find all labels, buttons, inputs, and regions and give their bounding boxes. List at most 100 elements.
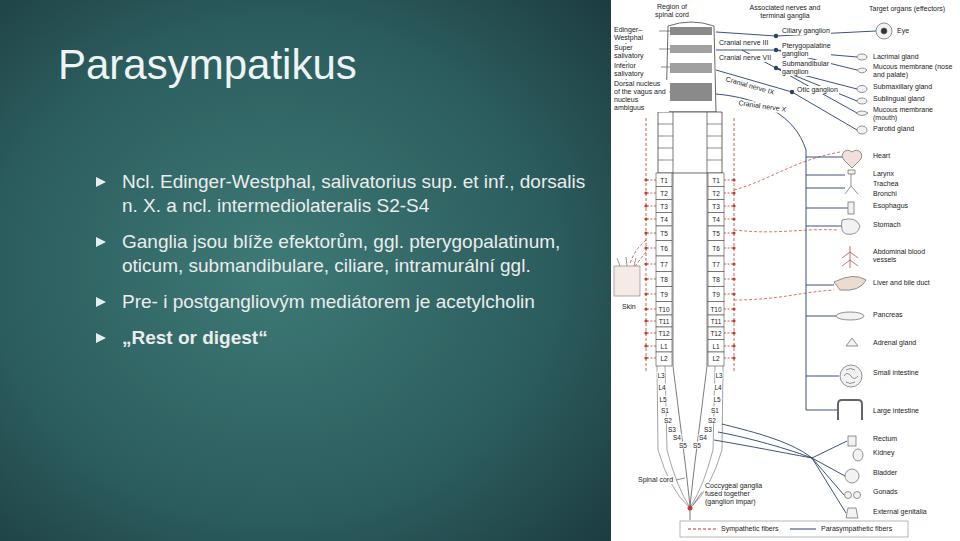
figure-label: Mucous membrane (nose and palate) [872,63,954,79]
segment-label: T9 [660,291,669,298]
chain-ganglion [644,246,647,249]
segment-label: T2 [660,190,669,197]
figure-label: Spinal cord [637,476,674,484]
figure-label: Cranial nerve III [718,39,769,47]
sympathetic-fibers [630,240,646,268]
cord-segment-cell [708,256,724,272]
cord-segment-cell [708,213,724,227]
ganglion-impar [688,506,693,511]
bullet-text: „Rest or digest“ [122,326,592,350]
ganglion-dot [790,90,794,94]
nucleus-block [670,83,712,101]
chain-ganglion [732,231,735,234]
bullet-marker [96,237,106,247]
chain-ganglion [732,319,735,322]
segment-label: T10 [658,306,670,313]
kidney-icon [853,449,863,461]
segment-label: L3 [657,372,665,379]
cord-segment-cell [656,173,672,187]
chain-ganglion [732,344,735,347]
chain-ganglion [644,319,647,322]
bullet-marker [96,333,106,343]
figure-label: Mucous membrane (mouth) [872,106,946,122]
chain-ganglion [732,331,735,334]
cord-segment-cell [708,340,724,353]
cord-segment-cell [656,241,672,257]
segment-label: S5 [693,442,702,449]
bullet-marker [96,297,106,307]
figure-label: Rectum [872,435,898,443]
segment-label: L2 [712,355,720,362]
segment-label: S5 [679,442,688,449]
large-intestine-icon [838,400,862,420]
cord-segment-cell [656,213,672,227]
segment-label: T9 [712,291,721,298]
gland-icon [857,98,867,104]
chain-ganglion [644,231,647,234]
cranial-nerve-ix [716,70,857,130]
gonad-icon [845,492,852,499]
figure-label: Submandibular ganglion [781,60,831,76]
segment-label: T7 [660,261,669,268]
figure-label: Cranial nerve VII [718,54,772,62]
segment-label: T2 [712,190,721,197]
skin-hair [617,257,636,266]
figure-label: Parotid gland [872,125,915,133]
nucleus-block [670,45,712,53]
cord-segment-cell [656,302,672,316]
cord-segment-cell [656,272,672,287]
figure-label: Target organs (effectors) [868,5,946,13]
segment-label: S3 [704,426,713,433]
figure-label: Bronchi [872,190,898,198]
bladder-icon [845,469,859,483]
cord-segment-cell [656,187,672,200]
chain-ganglion [644,344,647,347]
legend-sample-line [688,529,716,530]
segment-label: T1 [660,177,669,184]
figure-label: Large intestine [872,407,920,415]
figure-label: Heart [872,152,891,160]
segment-label: L3 [715,372,723,379]
figure-label: Sublingual gland [872,95,926,103]
cord-segment-cell [656,226,672,241]
chain-ganglion [644,262,647,265]
chain-ganglion [644,292,647,295]
chain-ganglion [732,191,735,194]
eye-pupil [881,28,887,34]
figure-label: Pterygopalatine ganglion [781,42,831,58]
segment-label: T11 [658,318,670,325]
leader-line [693,492,702,505]
figure-panel [611,0,960,541]
figure-label: Liver and bile duct [872,279,931,287]
cord-segment-cell [656,327,672,340]
nucleus-block [670,63,712,73]
figure-label: Stomach [872,221,902,229]
cord-segment-cell [656,315,672,327]
segment-label: S4 [673,434,682,441]
figure-label: Ciliary ganglion [781,27,831,35]
cord-segment-cell [708,352,724,366]
adrenal-icon [846,338,858,346]
cord-segment-cell [708,315,724,327]
segment-label: S1 [711,407,720,414]
figure-label: Small intestine [872,369,920,377]
gland-icon [857,86,867,93]
segment-label: L4 [714,384,722,391]
figure-label: Larynx [872,170,895,178]
airway-icon [845,174,858,194]
segment-label: S2 [664,417,673,424]
segment-label: T3 [712,203,721,210]
chain-ganglion [644,191,647,194]
segment-label: T10 [710,306,722,313]
segment-label: T3 [660,203,669,210]
leader-line [676,478,685,480]
small-intestine-icon [840,365,862,387]
chain-ganglion [644,331,647,334]
figure-label: Region of spinal cord [646,3,698,19]
segment-label: L1 [660,343,668,350]
figure-label: Esophagus [872,202,909,210]
legend-box [680,521,908,537]
chain-ganglion [732,292,735,295]
figure-label: Abdominal blood vessels [872,248,934,264]
cord-segment-cell [708,200,724,213]
